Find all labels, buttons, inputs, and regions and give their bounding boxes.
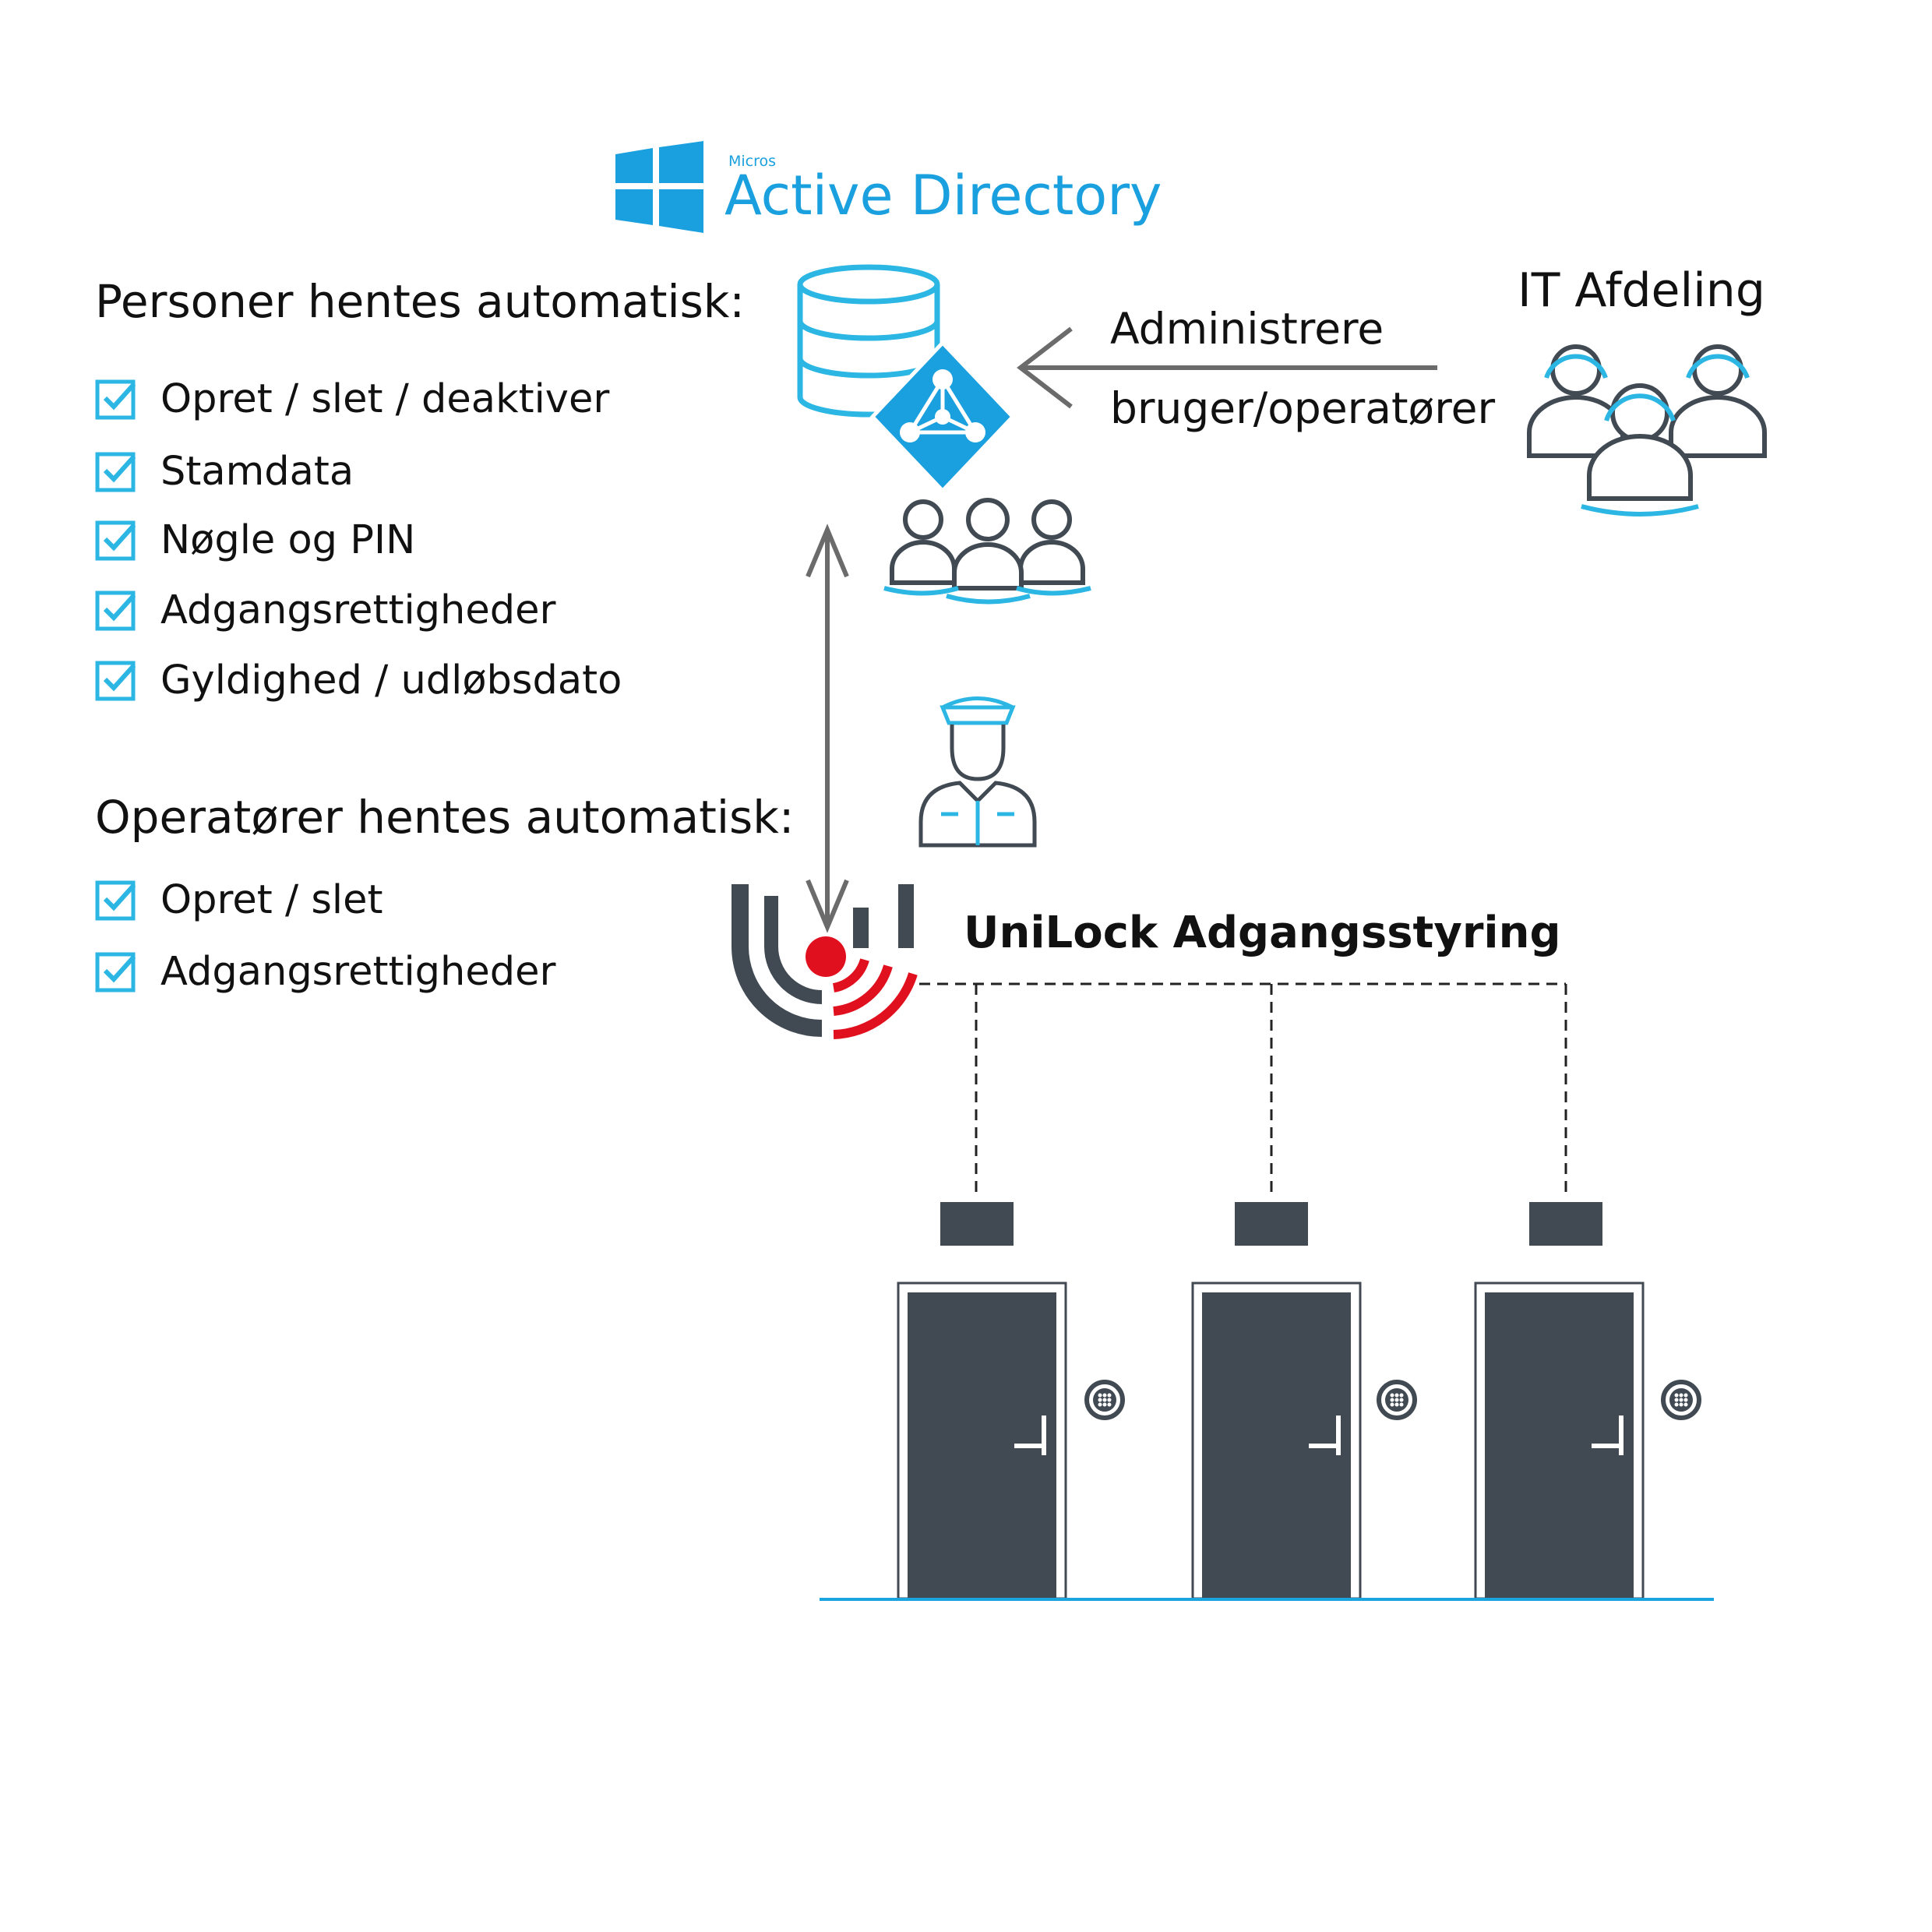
persons-item: Adgangsrettigheder <box>95 589 555 631</box>
persons-heading: Personer hentes automatisk: <box>95 275 745 328</box>
door-icon <box>1191 1282 1362 1600</box>
door-controller <box>1529 1202 1602 1246</box>
sync-arrow <box>806 524 849 933</box>
door-icon <box>897 1282 1067 1600</box>
checkbox-checked-icon <box>95 379 136 420</box>
persons-item: Opret / slet / deaktiver <box>95 378 609 420</box>
door-controller <box>1235 1202 1308 1246</box>
security-guard-icon <box>918 696 1037 848</box>
active-directory-title: Active Directory <box>724 164 1162 227</box>
door-controllers <box>940 1202 1602 1246</box>
persons-item-label: Nøgle og PIN <box>160 516 416 563</box>
persons-item: Gyldighed / udløbsdato <box>95 659 622 701</box>
persons-item: Stamdata <box>95 450 354 492</box>
operators-item-label: Opret / slet <box>160 876 383 923</box>
operators-item-label: Adgangsrettigheder <box>160 948 556 995</box>
unilock-logo-icon <box>732 884 918 1039</box>
azure-ad-icon <box>869 340 1016 494</box>
checkbox-checked-icon <box>95 952 136 992</box>
keypad-reader-icon <box>1084 1380 1125 1420</box>
persons-item-label: Opret / slet / deaktiver <box>160 375 610 422</box>
users-group-icon <box>883 498 1091 605</box>
ad-micro-label: Micros <box>728 153 777 170</box>
admin-label-line1: Administrere <box>1110 304 1384 354</box>
controller-connections <box>919 982 1567 1196</box>
it-department-title: IT Afdeling <box>1518 263 1765 318</box>
checkbox-checked-icon <box>95 452 136 492</box>
operators-item: Opret / slet <box>95 879 383 921</box>
admin-label-line2: bruger/operatører <box>1110 383 1496 433</box>
admin-arrow <box>1017 326 1437 409</box>
operators-item: Adgangsrettigheder <box>95 950 555 992</box>
checkbox-checked-icon <box>95 591 136 631</box>
checkbox-checked-icon <box>95 880 136 921</box>
operators-heading: Operatører hentes automatisk: <box>95 791 795 844</box>
checkbox-checked-icon <box>95 661 136 701</box>
door-icon <box>1474 1282 1645 1600</box>
checkbox-checked-icon <box>95 520 136 561</box>
keypad-reader-icon <box>1661 1380 1701 1420</box>
headset-team-icon <box>1527 344 1767 516</box>
keypad-reader-icon <box>1377 1380 1417 1420</box>
persons-item-label: Adgangsrettigheder <box>160 587 556 633</box>
persons-item: Nøgle og PIN <box>95 519 415 561</box>
windows-logo-icon <box>615 141 703 233</box>
door-controller <box>940 1202 1014 1246</box>
unilock-title: UniLock Adgangsstyring <box>964 908 1561 958</box>
persons-item-label: Stamdata <box>160 448 354 495</box>
persons-item-label: Gyldighed / udløbsdato <box>160 657 622 703</box>
